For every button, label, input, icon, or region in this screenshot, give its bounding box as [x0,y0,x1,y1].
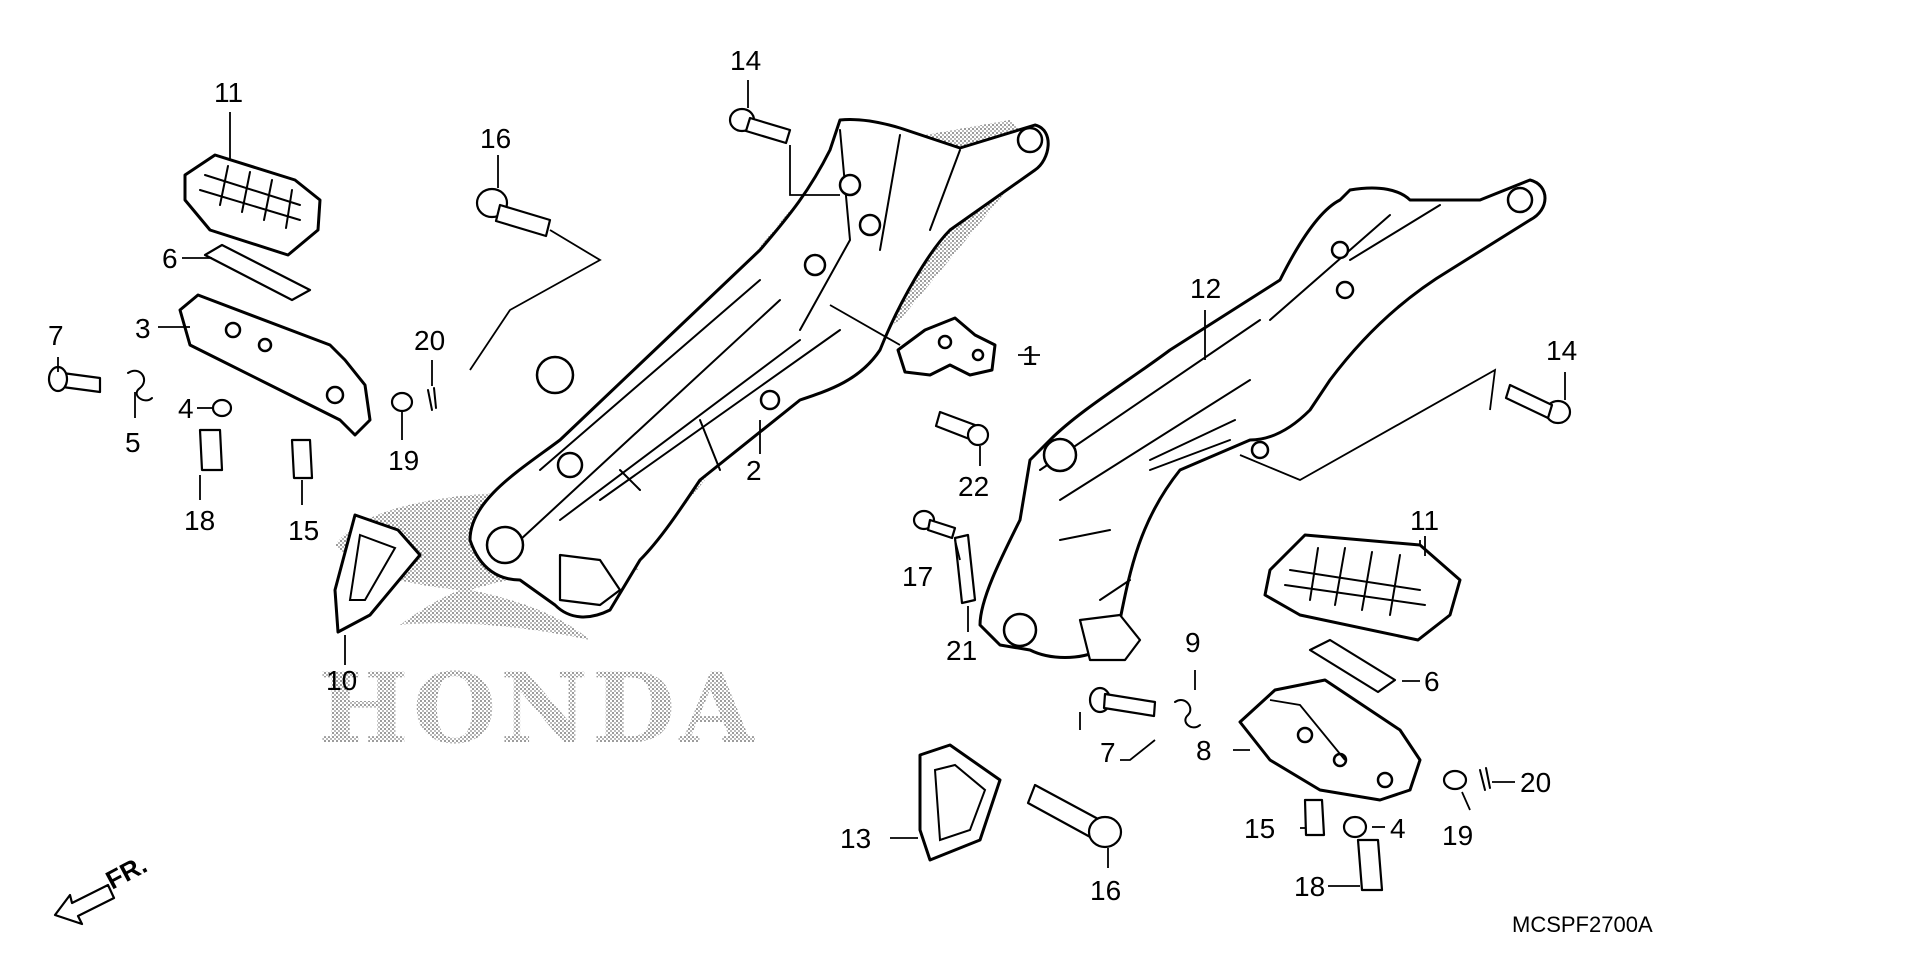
honda-watermark-text: HONDA [318,652,758,765]
right-step-bracket [978,178,1547,662]
callout-15-right: 15 [1244,813,1275,844]
lower-bolt-16 [1026,783,1123,849]
right-footpeg-holder [1238,678,1422,802]
left-footpeg-rubber [183,153,322,257]
left-step-bracket [468,118,1050,619]
leader-lines [57,80,1566,887]
callout-4-right: 4 [1390,813,1406,844]
right-footpeg-plate [1308,638,1397,694]
callout-14-left: 14 [730,45,761,76]
small-bracket [829,304,997,377]
callout-4-left: 4 [178,393,194,424]
callout-1: 1 [1022,340,1038,371]
callout-20-right: 20 [1520,767,1551,798]
callout-11-left: 11 [214,77,243,108]
callout-12: 12 [1190,273,1221,304]
callout-5: 5 [125,427,141,458]
front-indicator: FR. [53,849,152,926]
callout-16-lower: 16 [1090,875,1121,906]
right-hardware [1088,686,1491,892]
callout-17: 17 [902,561,933,592]
upper-bolt-16 [475,187,552,238]
callout-6-right: 6 [1424,666,1440,697]
callout-22: 22 [958,471,989,502]
callout-7-right: 7 [1100,737,1116,768]
callout-2: 2 [746,455,762,486]
callout-8: 8 [1196,735,1212,766]
callout-11-right: 11 [1410,505,1439,536]
callout-15-left: 15 [288,515,319,546]
callout-21: 21 [946,635,977,666]
callout-13: 13 [840,823,871,854]
left-footpeg-holder [178,293,372,437]
right-bolt-14 [1504,383,1572,425]
front-arrow-icon [53,883,116,926]
callout-19-right: 19 [1442,820,1473,851]
callout-14-right: 14 [1546,335,1577,366]
bolt-22 [934,410,990,447]
callout-20-left: 20 [414,325,445,356]
left-hardware [47,365,437,480]
heel-guard-left [333,513,422,634]
callouts: 11 6 3 7 4 5 18 15 19 20 14 16 10 2 1 22… [48,45,1577,906]
callout-18-left: 18 [184,505,215,536]
callout-18-right: 18 [1294,871,1325,902]
callout-9: 9 [1185,627,1201,658]
left-footpeg-plate [203,243,312,302]
callout-16-upper: 16 [480,123,511,154]
hose-clamp-21 [953,533,977,605]
callout-6-left: 6 [162,243,178,274]
right-footpeg-rubber [1263,533,1462,642]
callout-10: 10 [326,665,357,696]
upper-bolt-14 [728,107,792,145]
bolt-17 [912,509,957,540]
callout-7-left: 7 [48,320,64,351]
heel-guard-right [918,743,1002,862]
callout-19-left: 19 [388,445,419,476]
diagram-code: MCSPF2700A [1512,912,1653,937]
callout-3: 3 [135,313,151,344]
